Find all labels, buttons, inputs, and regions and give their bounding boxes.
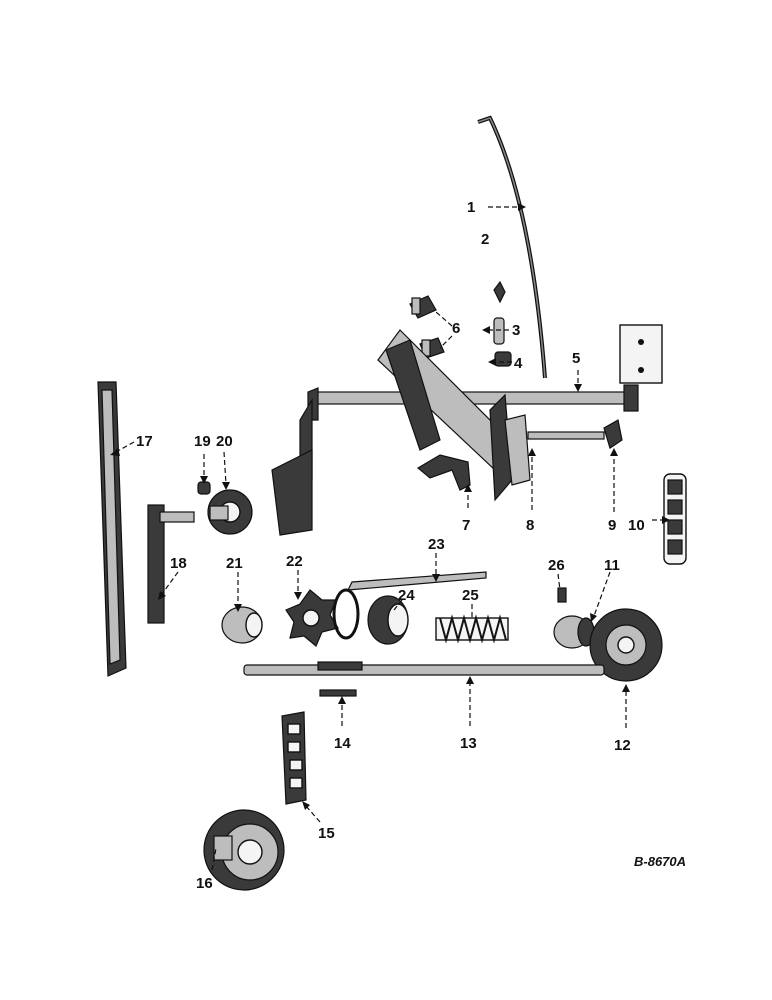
part-20-hub bbox=[207, 489, 253, 535]
callout-1: 1 bbox=[467, 199, 475, 216]
callout-18: 18 bbox=[170, 555, 187, 572]
callout-12: 12 bbox=[614, 737, 631, 754]
callout-26: 26 bbox=[548, 557, 565, 574]
part-21-collar bbox=[221, 606, 263, 644]
callout-13: 13 bbox=[460, 735, 477, 752]
callout-24: 24 bbox=[398, 587, 415, 604]
part-6-bolts bbox=[409, 295, 445, 359]
part-12-sprocket bbox=[589, 608, 663, 682]
part-13-shaft bbox=[243, 661, 605, 676]
part-7-bell-crank bbox=[416, 454, 471, 491]
callout-9: 9 bbox=[608, 517, 616, 534]
callout-16: 16 bbox=[196, 875, 213, 892]
part-3-pin bbox=[493, 317, 505, 345]
part-5-shaft-frame bbox=[271, 324, 663, 536]
part-23-crank-rod bbox=[332, 571, 487, 640]
callout-4: 4 bbox=[514, 355, 523, 372]
callout-8: 8 bbox=[526, 517, 534, 534]
part-22-sprocket bbox=[285, 589, 339, 647]
callout-11: 11 bbox=[604, 557, 620, 574]
callout-19: 19 bbox=[194, 433, 211, 450]
part-8-rod bbox=[527, 431, 605, 440]
part-24-bushing bbox=[367, 595, 409, 645]
part-17-bar bbox=[97, 381, 127, 677]
callout-7: 7 bbox=[462, 517, 470, 534]
callout-2: 2 bbox=[481, 231, 489, 248]
callout-5: 5 bbox=[572, 350, 580, 367]
callout-25: 25 bbox=[462, 587, 479, 604]
part-4-nut bbox=[494, 351, 512, 367]
callout-20: 20 bbox=[216, 433, 233, 450]
part-2-clip bbox=[493, 280, 506, 304]
drawing-code: B-8670A bbox=[634, 854, 686, 869]
part-15-chain bbox=[281, 711, 307, 805]
callout-15: 15 bbox=[318, 825, 335, 842]
callout-10: 10 bbox=[628, 517, 645, 534]
part-11-collar bbox=[553, 615, 595, 649]
callout-21: 21 bbox=[226, 555, 243, 572]
callout-14: 14 bbox=[334, 735, 351, 752]
part-1-rod bbox=[477, 115, 547, 379]
part-14-key bbox=[319, 689, 357, 697]
leader-lines bbox=[110, 203, 670, 871]
callout-6: 6 bbox=[452, 320, 460, 337]
callout-22: 22 bbox=[286, 553, 303, 570]
callout-23: 23 bbox=[428, 536, 445, 553]
part-25-spring bbox=[435, 614, 509, 644]
callout-3: 3 bbox=[512, 322, 520, 339]
part-26-pin bbox=[557, 587, 567, 603]
callout-17: 17 bbox=[136, 433, 153, 450]
callout-labels: 1 2 3 4 5 6 7 8 9 10 11 12 13 14 15 16 1… bbox=[136, 199, 686, 892]
part-16-gear bbox=[203, 809, 285, 891]
part-9-fitting bbox=[603, 419, 623, 449]
